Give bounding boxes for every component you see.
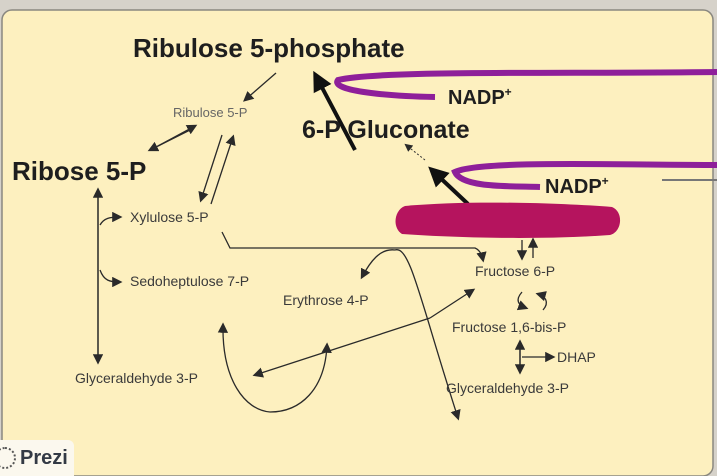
- label-ribulose-5p: Ribulose 5-P: [173, 105, 247, 120]
- label-fructose-16-bisp: Fructose 1,6-bis-P: [452, 319, 566, 335]
- label-fructose-6p: Fructose 6-P: [475, 263, 555, 279]
- label-glyceraldehyde-3p-right: Glyceraldehyde 3-P: [446, 380, 569, 396]
- arrow-thick-2: [428, 166, 470, 206]
- prezi-label: Prezi: [20, 446, 68, 469]
- label-nadp-2: NADP+: [545, 174, 609, 198]
- label-6p-gluconate: 6-P Gluconate: [302, 116, 470, 144]
- nadp-curve-2: [451, 160, 717, 190]
- label-xylulose-5p: Xylulose 5-P: [130, 209, 209, 225]
- prezi-logo-icon: [0, 447, 16, 469]
- arrow-thick-1: [313, 70, 357, 151]
- nadp-curve-1: [334, 69, 717, 100]
- arrow-dashed: [404, 143, 426, 161]
- prezi-badge[interactable]: Prezi: [0, 440, 74, 476]
- label-ribulose-5-phosphate: Ribulose 5-phosphate: [133, 33, 405, 63]
- label-sedoheptulose-7p: Sedoheptulose 7-P: [130, 273, 249, 289]
- label-nadp-1: NADP+: [448, 85, 512, 109]
- diagram-card: [1, 9, 714, 476]
- label-erythrose-4p: Erythrose 4-P: [283, 292, 369, 308]
- label-ribose-5p: Ribose 5-P: [12, 156, 146, 186]
- label-dhap: DHAP: [557, 349, 596, 365]
- reaction-arrows: [92, 72, 556, 421]
- redaction-mark: [395, 202, 621, 238]
- label-glyceraldehyde-3p-left: Glyceraldehyde 3-P: [75, 370, 198, 386]
